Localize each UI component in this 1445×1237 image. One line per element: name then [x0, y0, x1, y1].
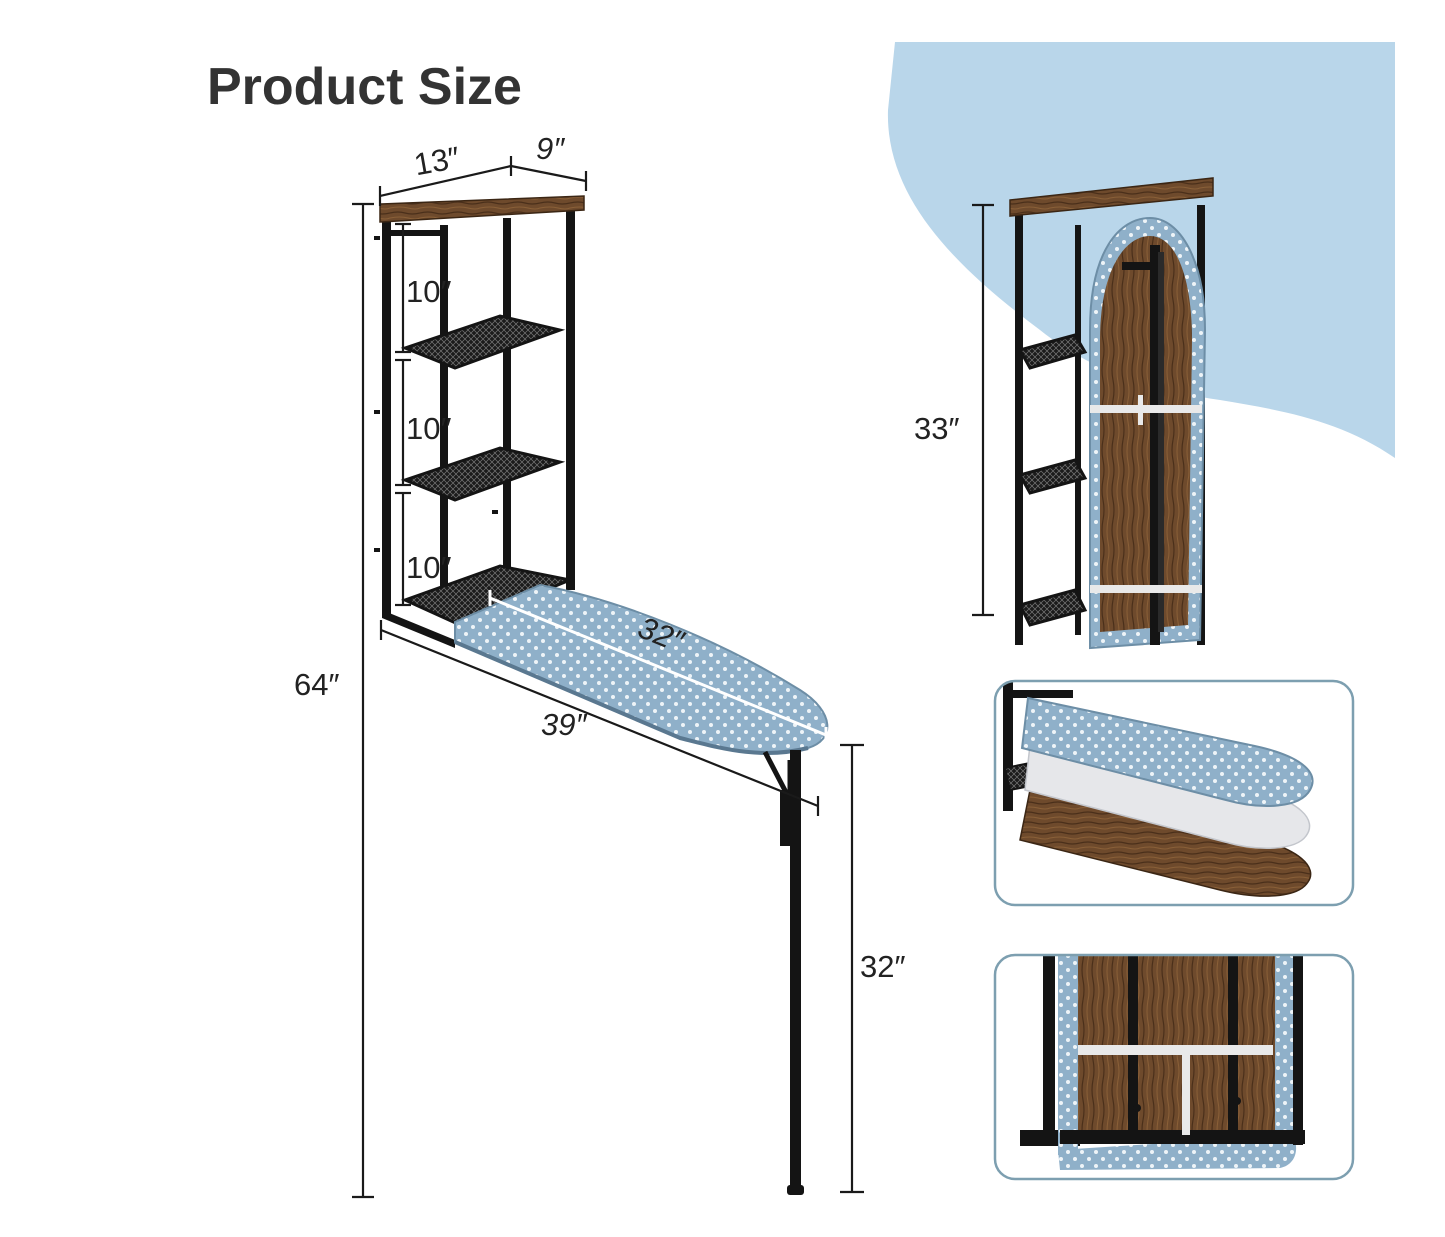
folded-dimension-line [972, 203, 994, 617]
dim-top-depth: 9″ [536, 131, 565, 166]
page-title: Product Size [207, 58, 522, 116]
dimension-lines [352, 156, 864, 1199]
dim-shelf-gap-3: 10″ [406, 550, 451, 585]
main-unit-illustration [374, 195, 829, 1195]
dim-shelf-gap-1: 10″ [406, 274, 451, 309]
dim-folded-height: 33″ [914, 411, 959, 446]
dim-board-height: 32″ [860, 949, 905, 984]
board-layers-inset [993, 679, 1355, 907]
dim-top-width: 13″ [411, 140, 462, 182]
folded-unit-illustration [1009, 177, 1214, 650]
dim-extended-length: 39″ [541, 707, 587, 742]
dim-total-height: 64″ [294, 667, 339, 702]
dim-shelf-gap-2: 10″ [406, 411, 451, 446]
board-storage-inset [993, 953, 1355, 1181]
